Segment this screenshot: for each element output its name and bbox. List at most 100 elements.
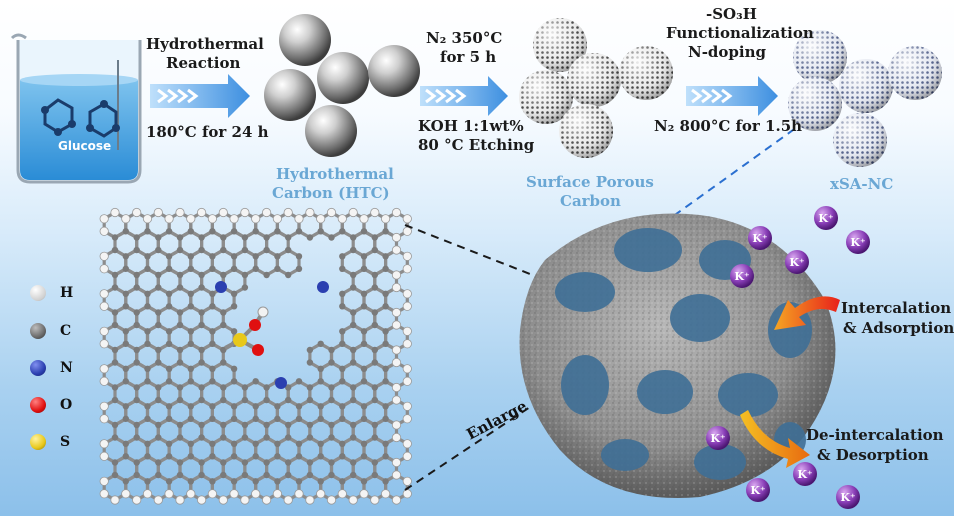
carbon-atom xyxy=(165,253,173,260)
hydrogen-atom xyxy=(218,207,228,218)
carbon-atom xyxy=(360,328,368,335)
carbon-atom xyxy=(187,328,194,335)
carbon-atom xyxy=(111,246,119,254)
carbon-atom xyxy=(306,396,314,404)
carbon-atom xyxy=(165,478,173,485)
carbon-atom xyxy=(209,328,216,335)
carbon-atom xyxy=(133,271,140,279)
carbon-atom xyxy=(187,453,194,460)
carbon-atom xyxy=(263,246,270,254)
carbon-atom xyxy=(122,328,129,335)
carbon-atom xyxy=(350,421,357,429)
hydrogen-atom xyxy=(229,214,239,224)
carbon-atom xyxy=(274,440,281,447)
hydrogen-atom xyxy=(391,232,402,243)
carbon-atom xyxy=(317,415,324,422)
carbon-atom xyxy=(133,396,140,404)
hydrogen-atom xyxy=(391,245,402,255)
carbon-atom xyxy=(382,415,389,422)
hydrogen-atom xyxy=(99,414,109,424)
carbon-atom xyxy=(165,328,173,335)
carbon-atom xyxy=(122,365,129,372)
carbon-atom xyxy=(144,478,151,485)
carbon-atom xyxy=(122,253,129,260)
spc-label-2: Carbon xyxy=(560,192,621,210)
hydrogen-atom xyxy=(391,432,402,443)
carbon-atom xyxy=(111,234,119,241)
hydrogen-atom xyxy=(132,207,142,218)
legend-item-c: C xyxy=(30,323,71,339)
hydrogen-atom xyxy=(272,489,282,499)
step2-top2: for 5 h xyxy=(440,48,497,66)
carbon-atom xyxy=(176,359,184,366)
carbon-atom xyxy=(263,396,270,404)
carbon-atom xyxy=(371,309,378,316)
carbon-atom xyxy=(274,415,281,422)
step3-top1: -SO₃H xyxy=(706,5,757,23)
carbon-atom xyxy=(144,228,151,235)
hydrogen-atom xyxy=(142,489,153,499)
hydrogen-atom xyxy=(197,207,207,218)
carbon-atom xyxy=(350,471,357,479)
k-ion-label: K⁺ xyxy=(752,232,768,245)
carbon-atom xyxy=(133,434,140,441)
carbon-atom xyxy=(144,403,151,410)
carbon-atom xyxy=(328,471,335,479)
carbon-atom xyxy=(252,453,259,460)
carbon-atom xyxy=(176,284,184,291)
step3-top2: Functionalization xyxy=(666,24,814,42)
carbon-atom xyxy=(209,303,216,310)
carbon-atom xyxy=(382,303,389,310)
carbon-atom xyxy=(350,234,357,241)
carbon-atom xyxy=(133,359,140,366)
carbon-atom xyxy=(360,253,368,260)
k-ion-label: K⁺ xyxy=(840,491,856,504)
hydrogen-atom xyxy=(391,457,402,468)
carbon-atom xyxy=(360,453,368,460)
hydrogen-atom xyxy=(294,489,304,499)
carbon-atom xyxy=(198,359,205,366)
carbon-atom xyxy=(111,271,119,279)
carbon-atom xyxy=(371,396,378,404)
hydrogen-atom xyxy=(391,270,402,280)
carbon-atom xyxy=(263,434,270,441)
carbon-atom xyxy=(209,378,216,385)
carbon-atom xyxy=(144,415,151,422)
carbon-atom xyxy=(220,459,227,466)
carbon-atom xyxy=(155,459,162,466)
hydrogen-atom xyxy=(402,326,412,336)
nitrogen-atom xyxy=(275,377,287,389)
intercalation-arrow xyxy=(774,296,840,330)
carbon-atom xyxy=(230,440,238,447)
carbon-atom xyxy=(285,471,292,479)
carbon-atom xyxy=(339,415,346,422)
htc-label-1: Hydrothermal xyxy=(276,165,394,183)
carbon-atom xyxy=(122,290,129,297)
hydrogen-atom xyxy=(121,489,131,499)
carbon-atom xyxy=(122,378,129,385)
carbon-atom xyxy=(230,403,238,410)
carbon-atom xyxy=(263,384,270,391)
legend-label-h: H xyxy=(60,285,74,301)
hydrogen-atom xyxy=(391,357,402,368)
carbon-atom xyxy=(350,359,357,366)
carbon-atom xyxy=(176,434,184,441)
carbon-atom xyxy=(285,434,292,441)
carbon-atom xyxy=(187,265,194,272)
carbon-atom xyxy=(285,271,292,279)
carbon-atom xyxy=(155,384,162,391)
hydrogen-atom xyxy=(370,495,380,505)
carbon-atom xyxy=(263,271,270,279)
carbon-atom xyxy=(165,303,173,310)
carbon-atom xyxy=(165,453,173,460)
carbon-atom xyxy=(144,253,151,260)
carbon-atom xyxy=(220,359,227,366)
carbon-atom xyxy=(350,384,357,391)
carbon-atom xyxy=(317,478,324,485)
hydrogen-atom xyxy=(402,401,412,411)
potassium-ion-labels: K⁺ K⁺ K⁺ K⁺ K⁺ K⁺ K⁺ K⁺ K⁺ xyxy=(710,212,866,504)
carbon-atom xyxy=(328,396,335,404)
carbon-atom xyxy=(241,384,249,391)
hydrogen-atom xyxy=(402,289,412,299)
carbon-atom xyxy=(382,478,389,485)
